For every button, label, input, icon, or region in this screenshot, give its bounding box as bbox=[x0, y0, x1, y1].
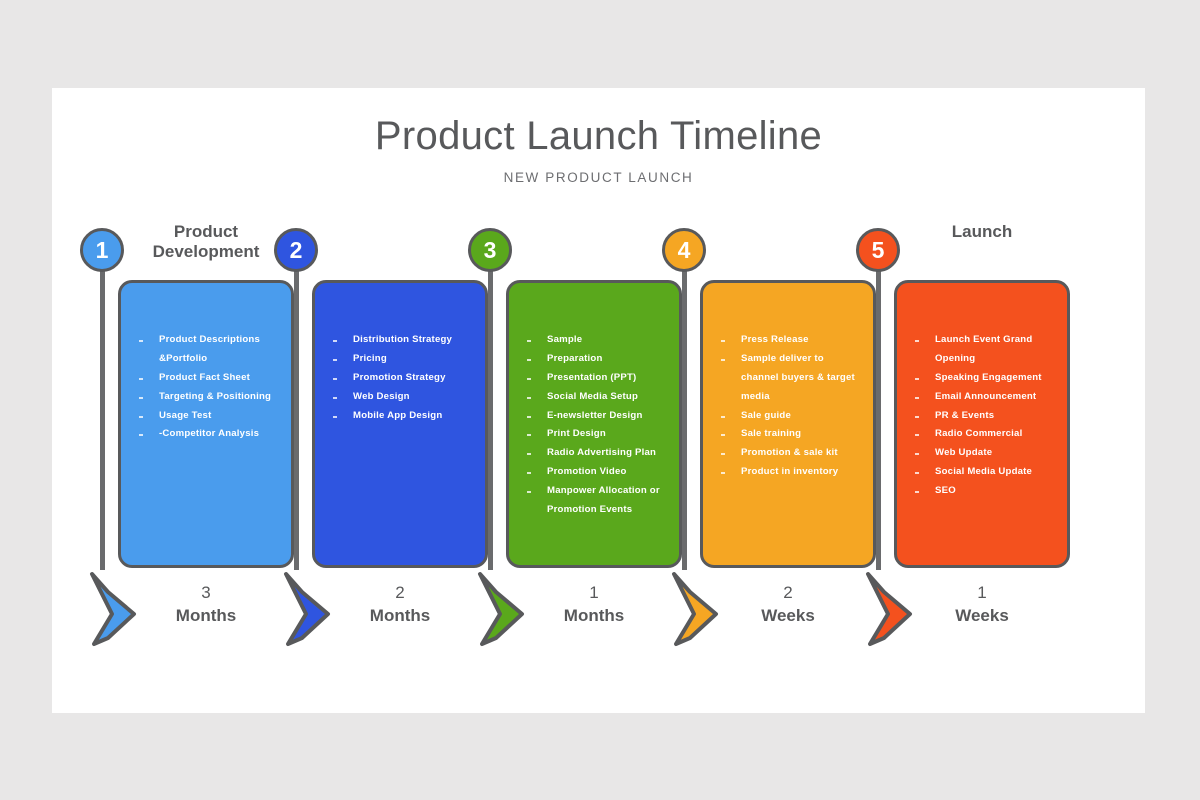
list-item: Speaking Engagement bbox=[909, 369, 1059, 388]
phase-arrow-icon-2 bbox=[272, 566, 346, 652]
phase-arrow-icon-1 bbox=[78, 566, 152, 652]
list-item: Manpower Allocation or bbox=[521, 482, 671, 501]
list-item: Product Descriptions bbox=[133, 331, 283, 350]
list-item: E-newsletter Design bbox=[521, 407, 671, 426]
list-item: Product Fact Sheet bbox=[133, 369, 283, 388]
list-item: Promotion Strategy bbox=[327, 369, 477, 388]
duration-value: 1 bbox=[977, 583, 987, 602]
list-item: Distribution Strategy bbox=[327, 331, 477, 350]
list-item: Usage Test bbox=[133, 407, 283, 426]
list-item: Print Design bbox=[521, 425, 671, 444]
phase-header-5: Launch bbox=[886, 222, 1078, 242]
duration-unit: Weeks bbox=[761, 605, 815, 625]
phase-connector-line bbox=[100, 270, 105, 570]
phase-connector-line bbox=[876, 270, 881, 570]
list-item: Web Update bbox=[909, 444, 1059, 463]
list-item: Promotion Events bbox=[547, 504, 633, 516]
list-item: Radio Commercial bbox=[909, 425, 1059, 444]
phase-header-line: Development bbox=[152, 241, 260, 261]
list-item: Social Media Update bbox=[909, 463, 1059, 482]
phase-arrow-icon-4 bbox=[660, 566, 734, 652]
list-item: channel buyers & target bbox=[741, 371, 855, 383]
phase-number-badge-3[interactable]: 3 bbox=[468, 228, 512, 272]
phase-header-line: Product bbox=[173, 222, 239, 241]
list-item: Pricing bbox=[327, 350, 477, 369]
duration-unit: Months bbox=[369, 605, 431, 625]
phase-number-badge-1[interactable]: 1 bbox=[80, 228, 124, 272]
phase-header-line: Launch bbox=[951, 222, 1013, 241]
duration-unit: Weeks bbox=[955, 605, 1009, 625]
page-subtitle: NEW PRODUCT LAUNCH bbox=[503, 170, 694, 185]
list-item: -Competitor Analysis bbox=[133, 425, 283, 444]
list-item: Opening bbox=[935, 352, 976, 364]
phase-connector-line bbox=[294, 270, 299, 570]
phase-arrow-icon-3 bbox=[466, 566, 540, 652]
phase-connector-line bbox=[488, 270, 493, 570]
list-item: Social Media Setup bbox=[521, 388, 671, 407]
list-item: Promotion & sale kit bbox=[715, 444, 865, 463]
list-item: Radio Advertising Plan bbox=[521, 444, 671, 463]
phase-number-badge-2[interactable]: 2 bbox=[274, 228, 318, 272]
list-item: &Portfolio bbox=[159, 352, 208, 364]
list-item: Sample bbox=[521, 331, 671, 350]
list-item: Preparation bbox=[521, 350, 671, 369]
list-item: Email Announcement bbox=[909, 388, 1059, 407]
list-item: Web Design bbox=[327, 388, 477, 407]
list-item: Press Release bbox=[715, 331, 865, 350]
list-item: Presentation (PPT) bbox=[521, 369, 671, 388]
title-block: Product Launch Timeline NEW PRODUCT LAUN… bbox=[52, 114, 1145, 185]
duration-value: 2 bbox=[395, 583, 405, 602]
list-item: PR & Events bbox=[909, 407, 1059, 426]
slide-canvas: Product Launch Timeline NEW PRODUCT LAUN… bbox=[52, 88, 1145, 713]
list-item: Sale training bbox=[715, 425, 865, 444]
phase-number-badge-5[interactable]: 5 bbox=[856, 228, 900, 272]
list-item: Targeting & Positioning bbox=[133, 388, 283, 407]
page-title: Product Launch Timeline bbox=[374, 114, 823, 158]
list-item: Promotion Video bbox=[521, 463, 671, 482]
duration-unit: Months bbox=[563, 605, 625, 625]
list-item: Sale guide bbox=[715, 407, 865, 426]
list-item: Sample deliver to bbox=[715, 350, 865, 369]
list-item: SEO bbox=[909, 482, 1059, 501]
list-item: Product in inventory bbox=[715, 463, 865, 482]
phase-number-badge-4[interactable]: 4 bbox=[662, 228, 706, 272]
phase-connector-line bbox=[682, 270, 687, 570]
list-item: media bbox=[741, 390, 770, 402]
list-item: Mobile App Design bbox=[327, 407, 477, 426]
list-item: Launch Event Grand bbox=[909, 331, 1059, 350]
duration-value: 2 bbox=[783, 583, 793, 602]
duration-value: 3 bbox=[201, 583, 211, 602]
phase-arrow-icon-5 bbox=[854, 566, 928, 652]
duration-value: 1 bbox=[589, 583, 599, 602]
duration-unit: Months bbox=[175, 605, 237, 625]
